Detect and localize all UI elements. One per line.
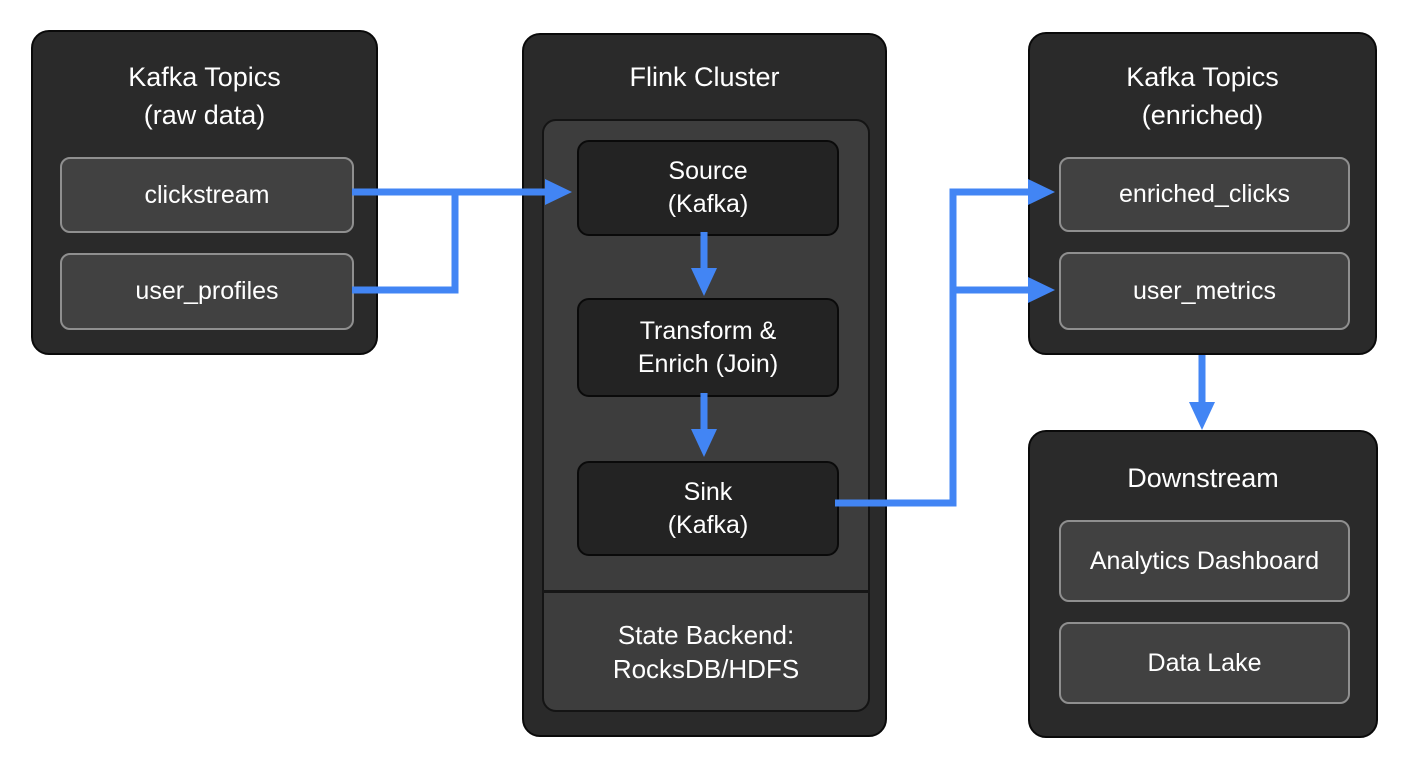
flink-job-container: Source (Kafka) Transform & Enrich (Join)… [542,119,870,712]
node-label-line1: Sink [683,477,733,506]
node-source-kafka: Source (Kafka) [577,140,839,236]
panel-title-line1: Downstream [1127,463,1279,493]
node-label-line1: Source [668,157,748,185]
state-backend-divider [542,590,870,593]
panel-kafka-raw-title: Kafka Topics (raw data) [33,58,376,134]
panel-title-line2: (raw data) [143,100,266,130]
node-label-line2: (Kafka) [667,190,749,218]
state-backend-section: State Backend: RocksDB/HDFS [544,592,868,712]
topic-label: clickstream [144,180,270,209]
panel-title-line1: Kafka Topics [1126,62,1279,92]
panel-kafka-enriched-title: Kafka Topics (enriched) [1030,58,1375,134]
panel-kafka-raw: Kafka Topics (raw data) clickstream user… [31,30,378,355]
topic-enriched-clicks: enriched_clicks [1059,157,1350,232]
node-label-line1: Transform & [639,316,777,345]
topic-label: user_metrics [1132,276,1277,305]
downstream-label: Data Lake [1147,648,1262,677]
topic-label: user_profiles [135,277,279,305]
panel-flink-cluster: Flink Cluster Source (Kafka) Transform &… [522,33,887,737]
panel-downstream: Downstream Analytics Dashboard Data Lake [1028,430,1378,738]
node-sink-kafka: Sink (Kafka) [577,461,839,556]
state-backend-line2: RocksDB/HDFS [612,654,800,684]
panel-title-line1: Kafka Topics [128,62,281,92]
topic-user-metrics: user_metrics [1059,252,1350,330]
panel-flink-title: Flink Cluster [524,58,885,96]
downstream-analytics-dashboard: Analytics Dashboard [1059,520,1350,602]
state-backend-line1: State Backend: [617,620,795,650]
topic-clickstream: clickstream [60,157,354,233]
node-transform-enrich: Transform & Enrich (Join) [577,298,839,397]
node-label-line2: (Kafka) [667,510,749,539]
panel-title-line2: (enriched) [1141,100,1264,130]
node-label-line2: Enrich (Join) [637,349,779,378]
topic-user-profiles: user_profiles [60,253,354,330]
panel-kafka-enriched: Kafka Topics (enriched) enriched_clicks … [1028,32,1377,355]
panel-downstream-title: Downstream [1030,459,1376,497]
topic-label: enriched_clicks [1119,180,1290,208]
downstream-label: Analytics Dashboard [1089,546,1320,575]
arrowhead-into-downstream [1189,402,1215,430]
downstream-data-lake: Data Lake [1059,622,1350,704]
panel-title-line1: Flink Cluster [629,62,780,92]
